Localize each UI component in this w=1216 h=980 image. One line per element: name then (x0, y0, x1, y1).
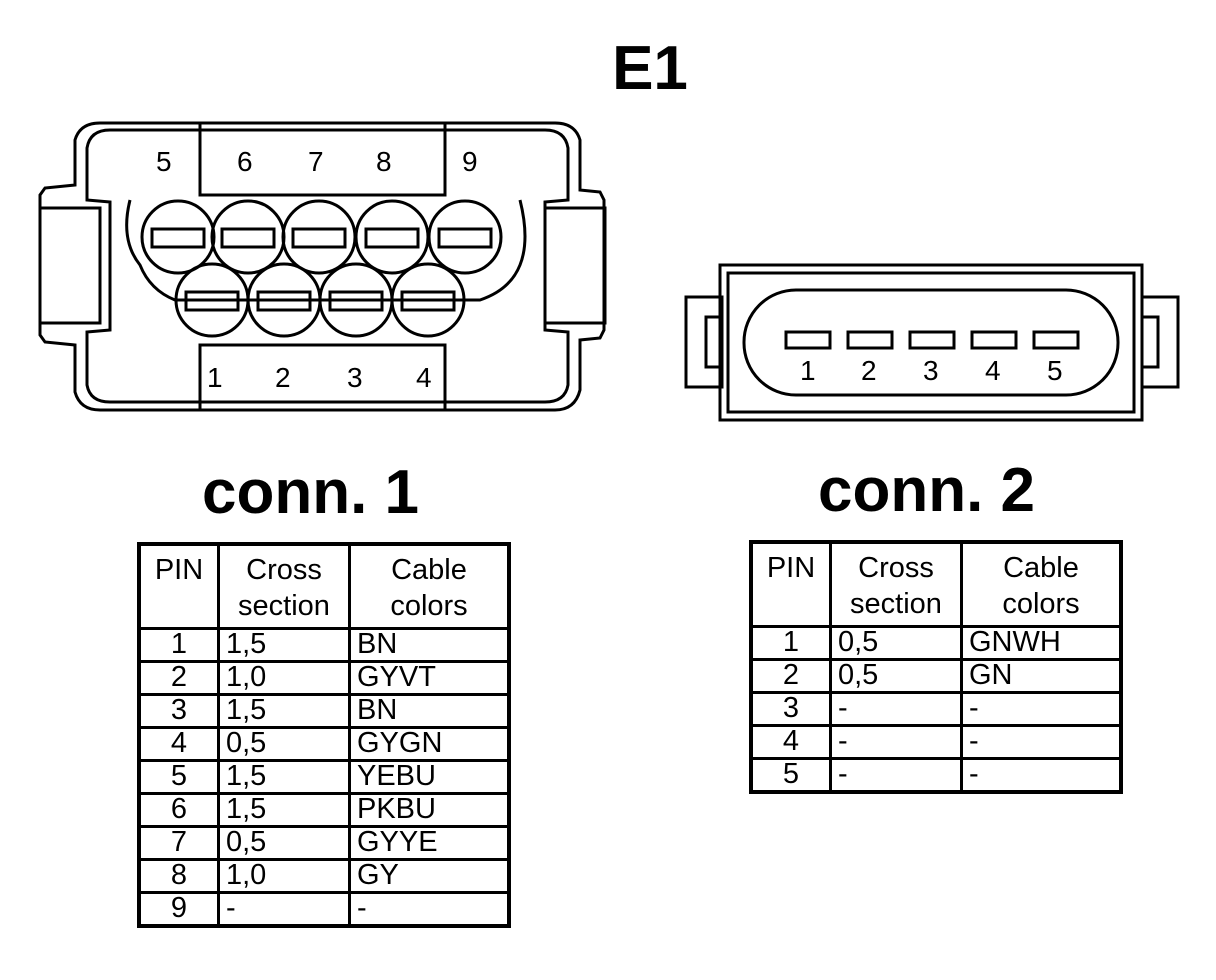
color-cell: BN (348, 626, 511, 663)
pin-cell: 5 (137, 758, 220, 795)
pin-number: 6 (237, 146, 253, 177)
header-cross-section: Cross section (829, 540, 963, 628)
color-cell: GNWH (960, 624, 1123, 661)
pin-cell: 6 (137, 791, 220, 828)
color-cell: YEBU (348, 758, 511, 795)
pin-cell: 4 (749, 723, 832, 760)
color-cell: GYGN (348, 725, 511, 762)
pin-cell: 7 (137, 824, 220, 861)
header-pin: PIN (749, 540, 832, 628)
pin-cell: 8 (137, 857, 220, 894)
header-text: Cross (246, 554, 322, 586)
color-cell: PKBU (348, 791, 511, 828)
table-header-row: PIN Cross section Cable colors (137, 542, 511, 630)
connector-2-housing (684, 263, 1180, 422)
table-row: 5-- (749, 756, 1123, 793)
section-cell: - (217, 890, 351, 927)
table-row: 3-- (749, 690, 1123, 727)
diagram-title: E1 (612, 34, 688, 103)
pin-number: 5 (1047, 355, 1063, 386)
section-cell: - (829, 723, 963, 760)
pin-number: 5 (156, 146, 172, 177)
pin-number: 3 (347, 362, 363, 393)
section-cell: 0,5 (829, 624, 963, 661)
section-cell: 1,5 (217, 758, 351, 795)
header-text: colors (390, 590, 468, 623)
color-cell: GYYE (348, 824, 511, 861)
header-cross-section: Cross section (217, 542, 351, 630)
section-cell: 1,0 (217, 857, 351, 894)
color-cell: - (960, 690, 1123, 727)
header-text: section (238, 590, 330, 623)
header-cable-colors: Cable colors (348, 542, 511, 630)
pin-cell: 4 (137, 725, 220, 762)
section-cell: 1,5 (217, 626, 351, 663)
pin-cell: 5 (749, 756, 832, 793)
section-cell: 0,5 (829, 657, 963, 694)
pin-number: 7 (308, 146, 324, 177)
section-cell: 0,5 (217, 725, 351, 762)
pin-number: 2 (861, 355, 877, 386)
section-cell: 1,5 (217, 791, 351, 828)
pin-number: 1 (207, 362, 223, 393)
color-cell: - (960, 723, 1123, 760)
pin-cell: 9 (137, 890, 220, 927)
section-cell: - (829, 756, 963, 793)
connector-1-pin-labels: 5 6 7 8 9 1 2 3 4 (156, 146, 478, 393)
color-cell: - (348, 890, 511, 927)
pin-number: 1 (800, 355, 816, 386)
header-text: colors (1002, 588, 1080, 621)
connector-2-pin-labels: 1 2 3 4 5 (800, 355, 1063, 386)
header-text: section (850, 588, 942, 621)
header-text: Cable (391, 554, 467, 586)
pin-cell: 1 (137, 626, 220, 663)
pin-cell: 2 (137, 659, 220, 696)
pin-cell: 2 (749, 657, 832, 694)
pin-cell: 3 (749, 690, 832, 727)
connector-2-label: conn. 2 (818, 456, 1036, 525)
pin-cell: 1 (749, 624, 832, 661)
color-cell: BN (348, 692, 511, 729)
pin-number: 8 (376, 146, 392, 177)
table-row: 4-- (749, 723, 1123, 760)
pin-number: 9 (462, 146, 478, 177)
pin-number: 3 (923, 355, 939, 386)
section-cell: 1,0 (217, 659, 351, 696)
color-cell: GY (348, 857, 511, 894)
pin-cell: 3 (137, 692, 220, 729)
color-cell: - (960, 756, 1123, 793)
header-text: Cable (1003, 552, 1079, 584)
color-cell: GYVT (348, 659, 511, 696)
section-cell: 0,5 (217, 824, 351, 861)
header-text: Cross (858, 552, 934, 584)
table-header-row: PIN Cross section Cable colors (749, 540, 1123, 628)
section-cell: 1,5 (217, 692, 351, 729)
connector-1-label: conn. 1 (202, 458, 420, 527)
table-row: 9-- (137, 890, 511, 927)
section-cell: - (829, 690, 963, 727)
header-pin: PIN (137, 542, 220, 630)
connector-1-housing (38, 121, 607, 412)
header-cable-colors: Cable colors (960, 540, 1123, 628)
pin-number: 4 (416, 362, 432, 393)
pin-number: 4 (985, 355, 1001, 386)
color-cell: GN (960, 657, 1123, 694)
pin-number: 2 (275, 362, 291, 393)
